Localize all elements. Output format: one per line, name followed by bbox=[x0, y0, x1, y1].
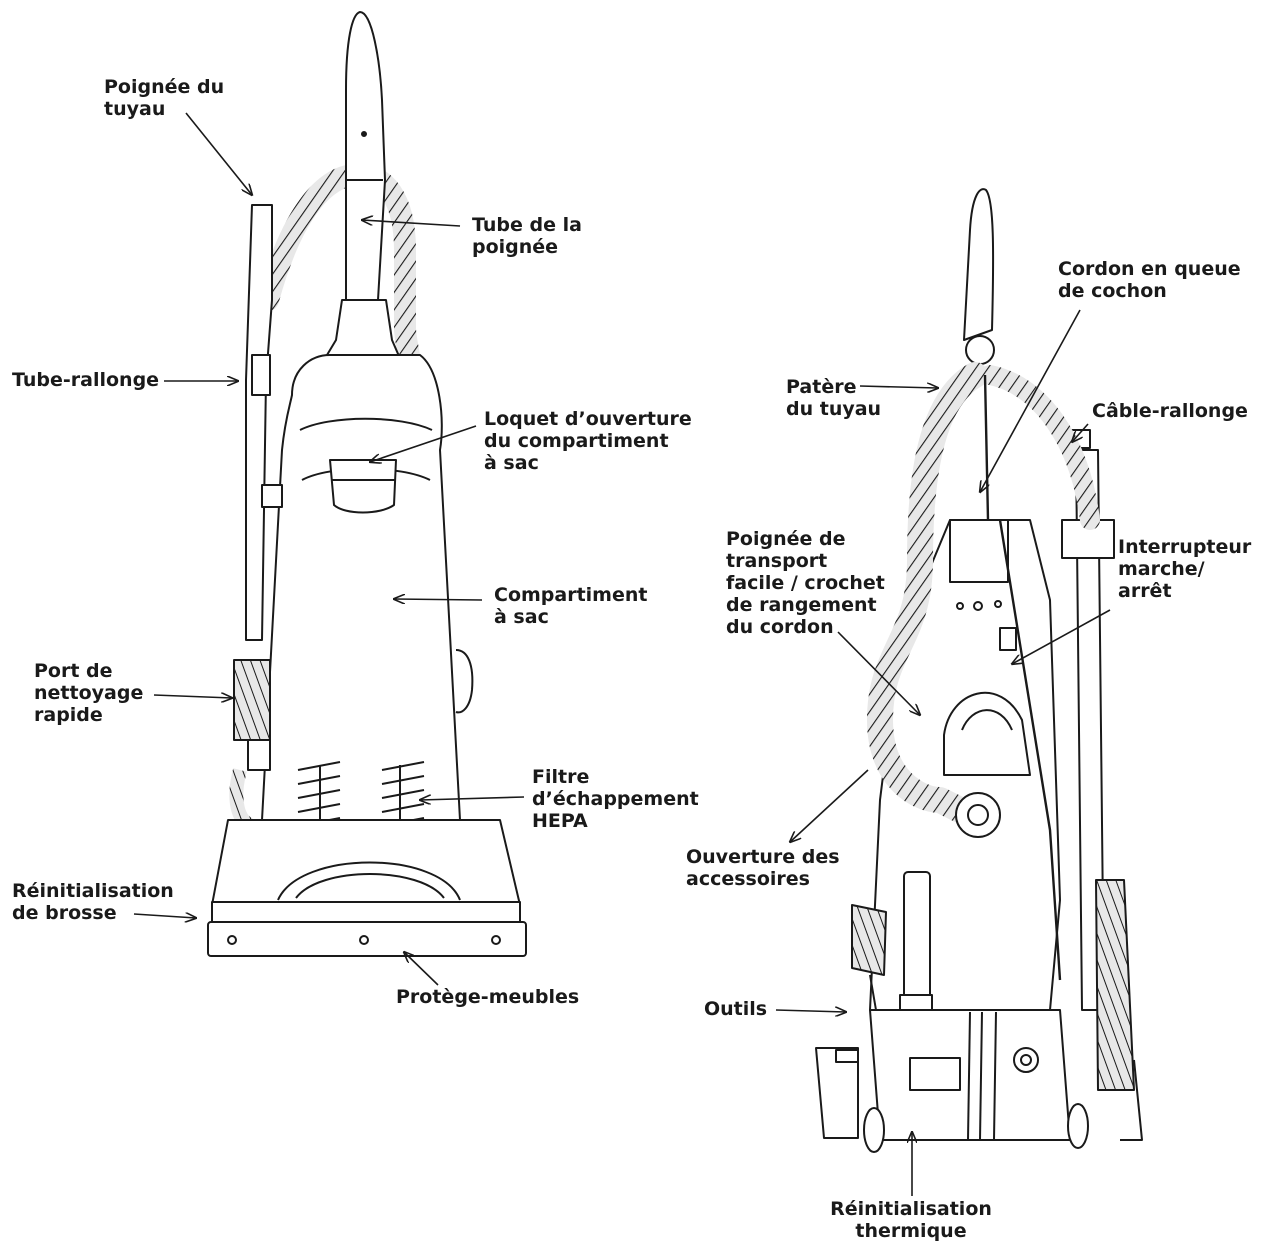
label-power-switch: Interrupteur marche/ arrêt bbox=[1118, 536, 1252, 602]
arrow-hose-handle bbox=[185, 112, 252, 195]
arrow-switch bbox=[1012, 609, 1111, 664]
arrow-pigtail bbox=[980, 309, 1081, 492]
label-hose-hook: Patère du tuyau bbox=[786, 376, 882, 420]
label-bag-compartment: Compartiment à sac bbox=[494, 584, 648, 628]
arrow-handle-tube bbox=[362, 220, 461, 227]
arrow-carry-handle bbox=[837, 631, 920, 715]
arrow-latch bbox=[370, 425, 477, 462]
rear-vacuum bbox=[815, 188, 1143, 1153]
label-furniture-guard: Protège-meubles bbox=[396, 986, 580, 1008]
arrow-quick-port bbox=[153, 695, 232, 698]
front-body bbox=[261, 354, 461, 821]
front-vents bbox=[297, 761, 425, 828]
label-bag-door-latch: Loquet d’ouverture du compartiment à sac bbox=[484, 408, 692, 474]
arrow-bag-compartment bbox=[394, 599, 483, 600]
label-carry-handle: Poignée de transport facile / crochet de… bbox=[726, 528, 885, 638]
label-extension-cord: Câble-rallonge bbox=[1092, 400, 1248, 422]
label-hose-handle: Poignée du tuyau bbox=[104, 76, 225, 120]
rear-cord bbox=[983, 374, 1062, 981]
arrow-extension-cord bbox=[1072, 423, 1089, 442]
front-handle bbox=[345, 11, 386, 301]
front-latch bbox=[329, 459, 397, 514]
arrow-accessory-opening bbox=[790, 769, 869, 842]
rear-hose bbox=[867, 362, 988, 823]
arrow-hose-hook bbox=[859, 386, 938, 388]
label-hepa-filter: Filtre d’échappement HEPA bbox=[532, 766, 699, 832]
arrow-furniture-guard bbox=[404, 952, 439, 986]
rear-tools bbox=[903, 871, 931, 1003]
label-pigtail-cord: Cordon en queue de cochon bbox=[1058, 258, 1241, 302]
label-quick-clean-port: Port de nettoyage rapide bbox=[34, 660, 144, 726]
rear-switch bbox=[999, 627, 1017, 651]
rear-handle bbox=[963, 188, 995, 341]
front-quick-port bbox=[233, 659, 271, 741]
arrow-tools bbox=[775, 1010, 846, 1012]
label-extension-wand: Tube-rallonge bbox=[12, 369, 160, 391]
arrow-hepa bbox=[420, 797, 525, 800]
rear-carry-handle bbox=[943, 691, 1031, 776]
front-vacuum bbox=[207, 11, 527, 957]
label-handle-tube: Tube de la poignée bbox=[472, 214, 582, 258]
front-wand bbox=[245, 204, 273, 641]
label-tools: Outils bbox=[704, 998, 768, 1020]
label-thermal-reset: Réinitialisation thermique bbox=[830, 1198, 992, 1242]
arrow-brush-reset bbox=[133, 914, 196, 918]
label-brush-reset: Réinitialisation de brosse bbox=[12, 880, 174, 924]
leader-lines bbox=[133, 112, 1111, 1196]
label-accessory-opening: Ouverture des accessoires bbox=[686, 846, 840, 890]
